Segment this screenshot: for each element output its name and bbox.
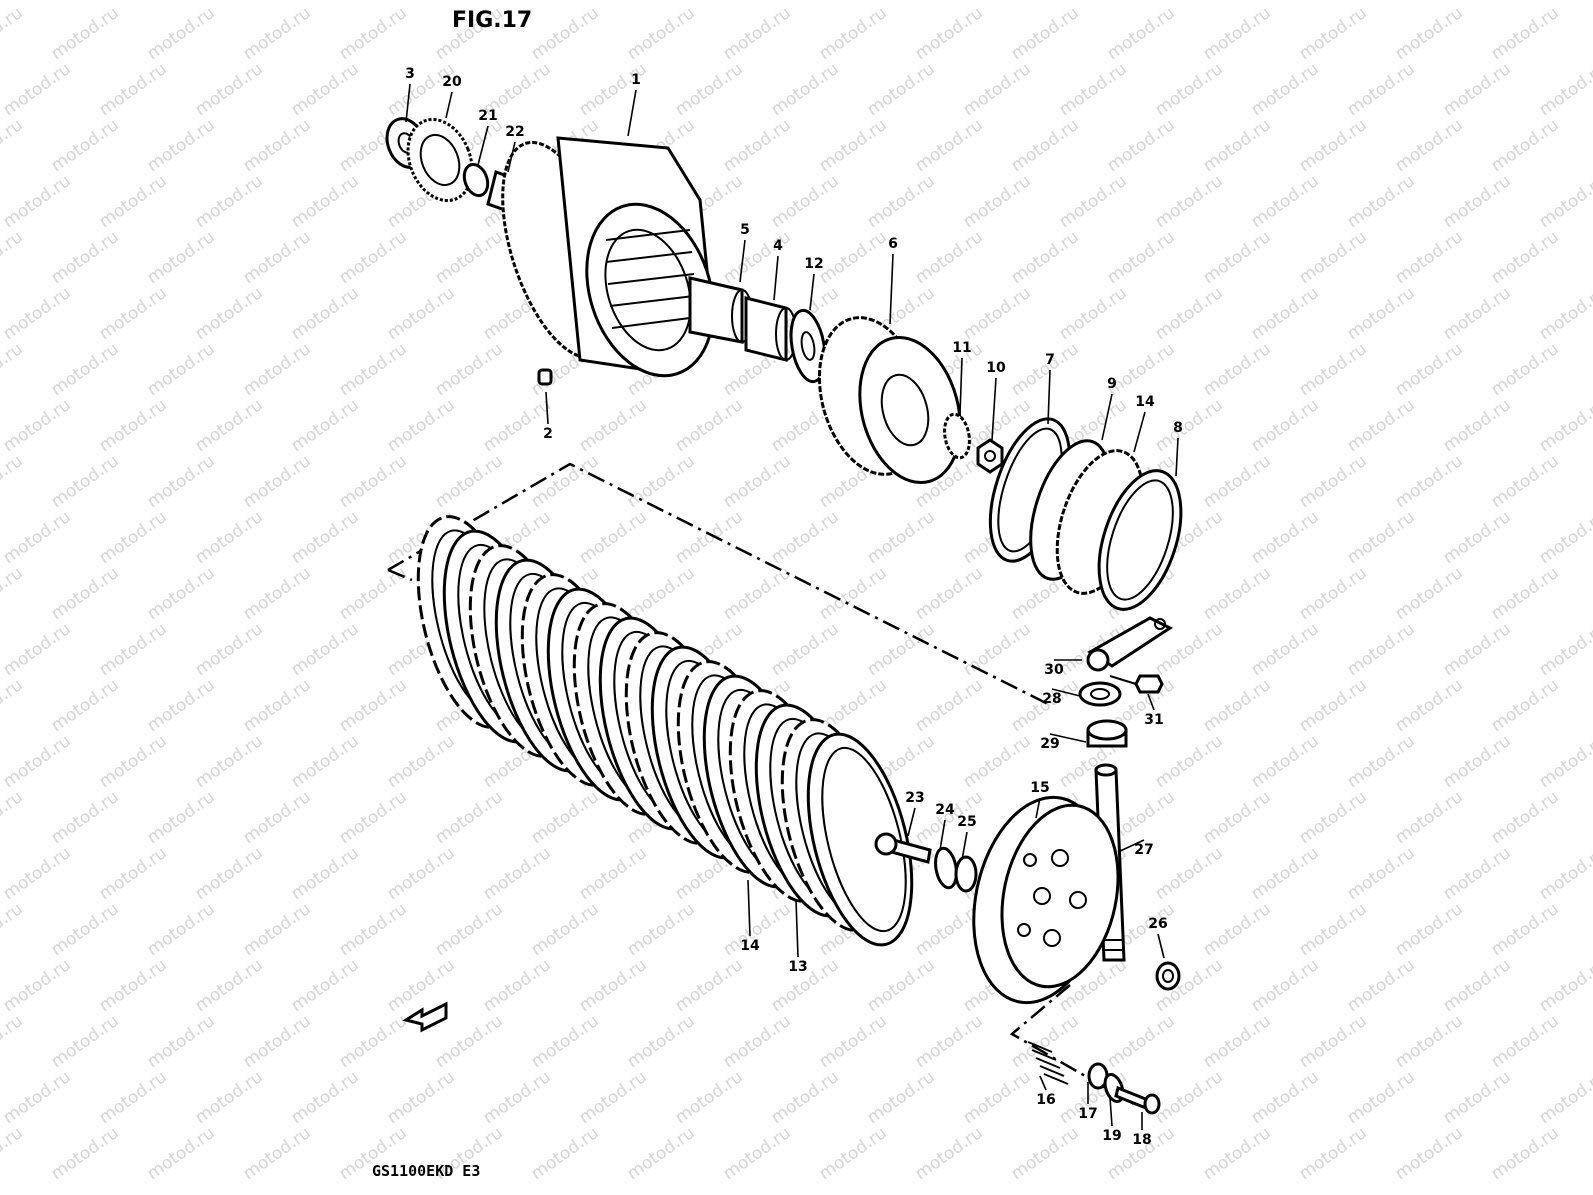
leader-line-3	[405, 83, 411, 123]
lock-washer-11	[943, 412, 971, 460]
leader-line-16	[1039, 1075, 1047, 1091]
callout-20: 20	[442, 74, 462, 90]
front-direction-arrow-icon	[402, 1001, 448, 1033]
primary-driven-gear-1	[501, 136, 715, 378]
driven-plate	[806, 732, 914, 947]
callout-11: 11	[952, 340, 971, 356]
leader-line-14b	[747, 879, 751, 937]
callout-27: 27	[1134, 842, 1153, 858]
callout-4: 4	[773, 238, 783, 254]
callout-14a: 14	[1135, 394, 1155, 410]
leader-line-6	[889, 253, 894, 325]
callout-18: 18	[1132, 1132, 1151, 1148]
spacer-21	[462, 163, 490, 197]
callout-6: 6	[888, 236, 898, 252]
leader-line-8	[1175, 437, 1179, 477]
callout-10: 10	[986, 360, 1006, 376]
leader-line-25	[961, 831, 968, 861]
pressure-plate-15	[972, 795, 1120, 1005]
leader-line-1	[627, 89, 637, 137]
callout-30: 30	[1044, 662, 1064, 678]
leader-lines	[405, 83, 1179, 1130]
leader-line-10	[991, 377, 997, 441]
figure-title: FIG.17	[452, 8, 532, 33]
callout-31: 31	[1144, 712, 1163, 728]
plate-inner-edge	[821, 746, 907, 933]
leader-line-29	[1049, 733, 1087, 743]
callout-8: 8	[1173, 420, 1183, 436]
callout-3: 3	[405, 66, 415, 82]
clutch-spring-16	[1027, 1041, 1069, 1085]
spacer-4	[744, 296, 797, 362]
callout-29: 29	[1040, 736, 1059, 752]
callout-5: 5	[740, 222, 750, 238]
bolt-31	[1109, 674, 1164, 694]
callout-15: 15	[1030, 780, 1049, 796]
callout-24: 24	[935, 802, 955, 818]
callout-1: 1	[631, 72, 641, 88]
callout-16: 16	[1036, 1092, 1055, 1108]
leader-line-22	[507, 141, 516, 173]
leader-line-2	[545, 391, 549, 425]
leader-line-14a	[1133, 411, 1146, 453]
leader-line-27	[1117, 839, 1145, 853]
leader-line-7	[1047, 369, 1051, 425]
nut-26	[1155, 961, 1181, 991]
clutch-plate-stack	[416, 515, 914, 947]
callout-14b: 14	[740, 938, 760, 954]
model-code: GS1100EKD E3	[372, 1162, 480, 1180]
sleeve-hub-5	[688, 276, 753, 344]
callout-22: 22	[505, 124, 524, 140]
leader-line-19	[1109, 1097, 1113, 1127]
callout-12: 12	[804, 256, 823, 272]
driven-plate-8	[1097, 469, 1183, 611]
bolt-18	[1114, 1085, 1161, 1115]
bearing-29	[1086, 719, 1128, 748]
leader-line-28	[1051, 688, 1081, 697]
leader-line-9	[1101, 393, 1113, 441]
callout-25: 25	[957, 814, 976, 830]
release-arm-30	[1086, 616, 1174, 672]
leader-line-12	[809, 273, 815, 311]
leader-line-23	[907, 807, 916, 837]
leader-line-31	[1147, 693, 1155, 711]
callout-17: 17	[1078, 1106, 1097, 1122]
callout-21: 21	[478, 108, 497, 124]
callout-23: 23	[905, 790, 924, 806]
oil-pump-drive-gear-20	[406, 117, 474, 203]
leader-line-13	[795, 899, 799, 958]
leader-line-24	[939, 819, 946, 851]
leader-line-21	[477, 125, 489, 166]
thrust-washer-12	[789, 308, 827, 384]
callout-26: 26	[1148, 916, 1167, 932]
leader-line-20	[445, 91, 453, 119]
leader-line-4	[773, 255, 779, 301]
callout-28: 28	[1042, 691, 1061, 707]
callout-13: 13	[788, 959, 807, 975]
leader-line-5	[739, 239, 746, 283]
push-piece-23	[874, 832, 932, 864]
nut-10	[976, 438, 1004, 474]
callout-2: 2	[543, 426, 553, 442]
callout-9: 9	[1107, 376, 1117, 392]
clutch-sleeve-hub-6	[817, 316, 962, 485]
callout-19: 19	[1102, 1128, 1121, 1144]
leader-line-11	[959, 357, 963, 415]
callout-7: 7	[1045, 352, 1055, 368]
leader-line-15	[1035, 797, 1041, 819]
oil-seal-28	[1078, 681, 1122, 707]
pin-2	[537, 368, 553, 386]
washer-25	[954, 855, 978, 893]
leader-line-26	[1157, 933, 1165, 959]
